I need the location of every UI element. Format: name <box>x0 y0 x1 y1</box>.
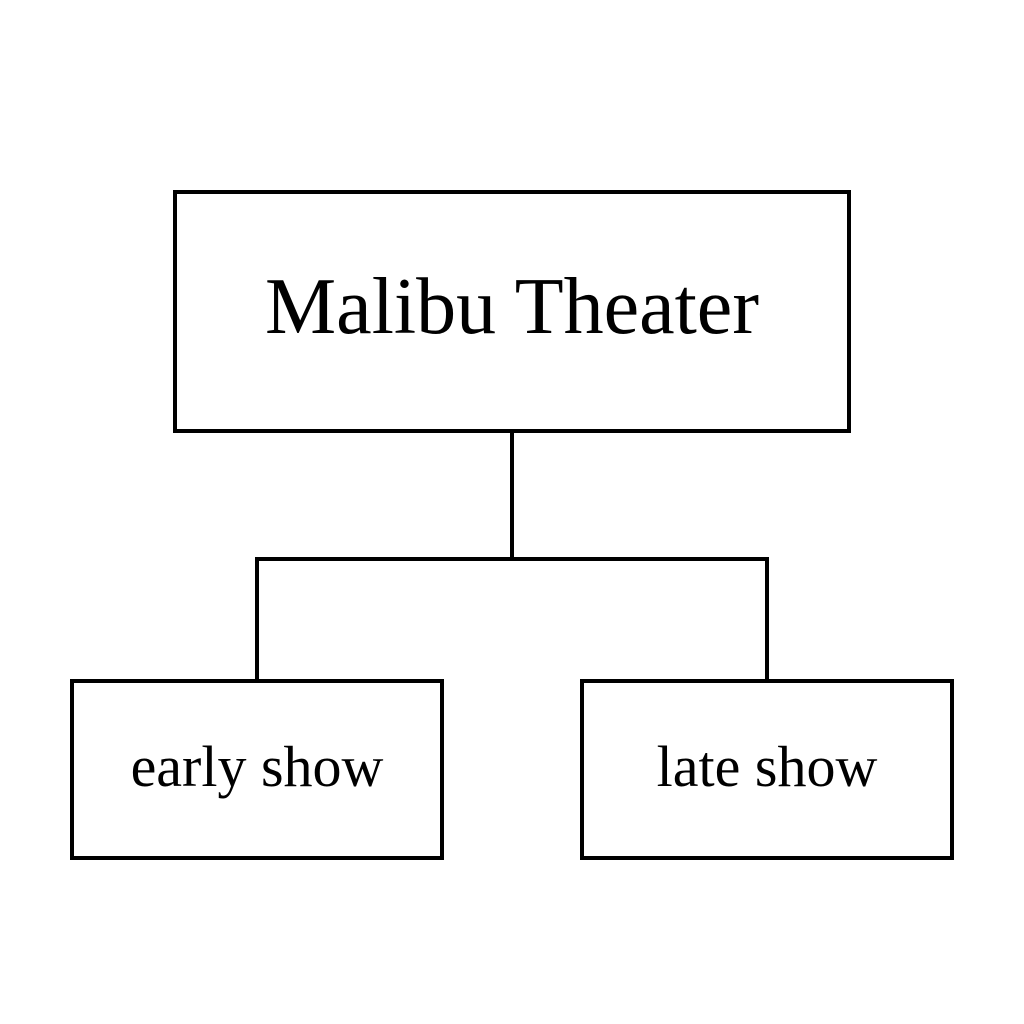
root-node: Malibu Theater <box>173 190 851 433</box>
child-node-late-show: late show <box>580 679 954 860</box>
root-node-label: Malibu Theater <box>265 263 759 351</box>
child-node-early-show: early show <box>70 679 444 860</box>
child-node-label: late show <box>656 734 878 799</box>
child-node-label: early show <box>130 734 384 799</box>
